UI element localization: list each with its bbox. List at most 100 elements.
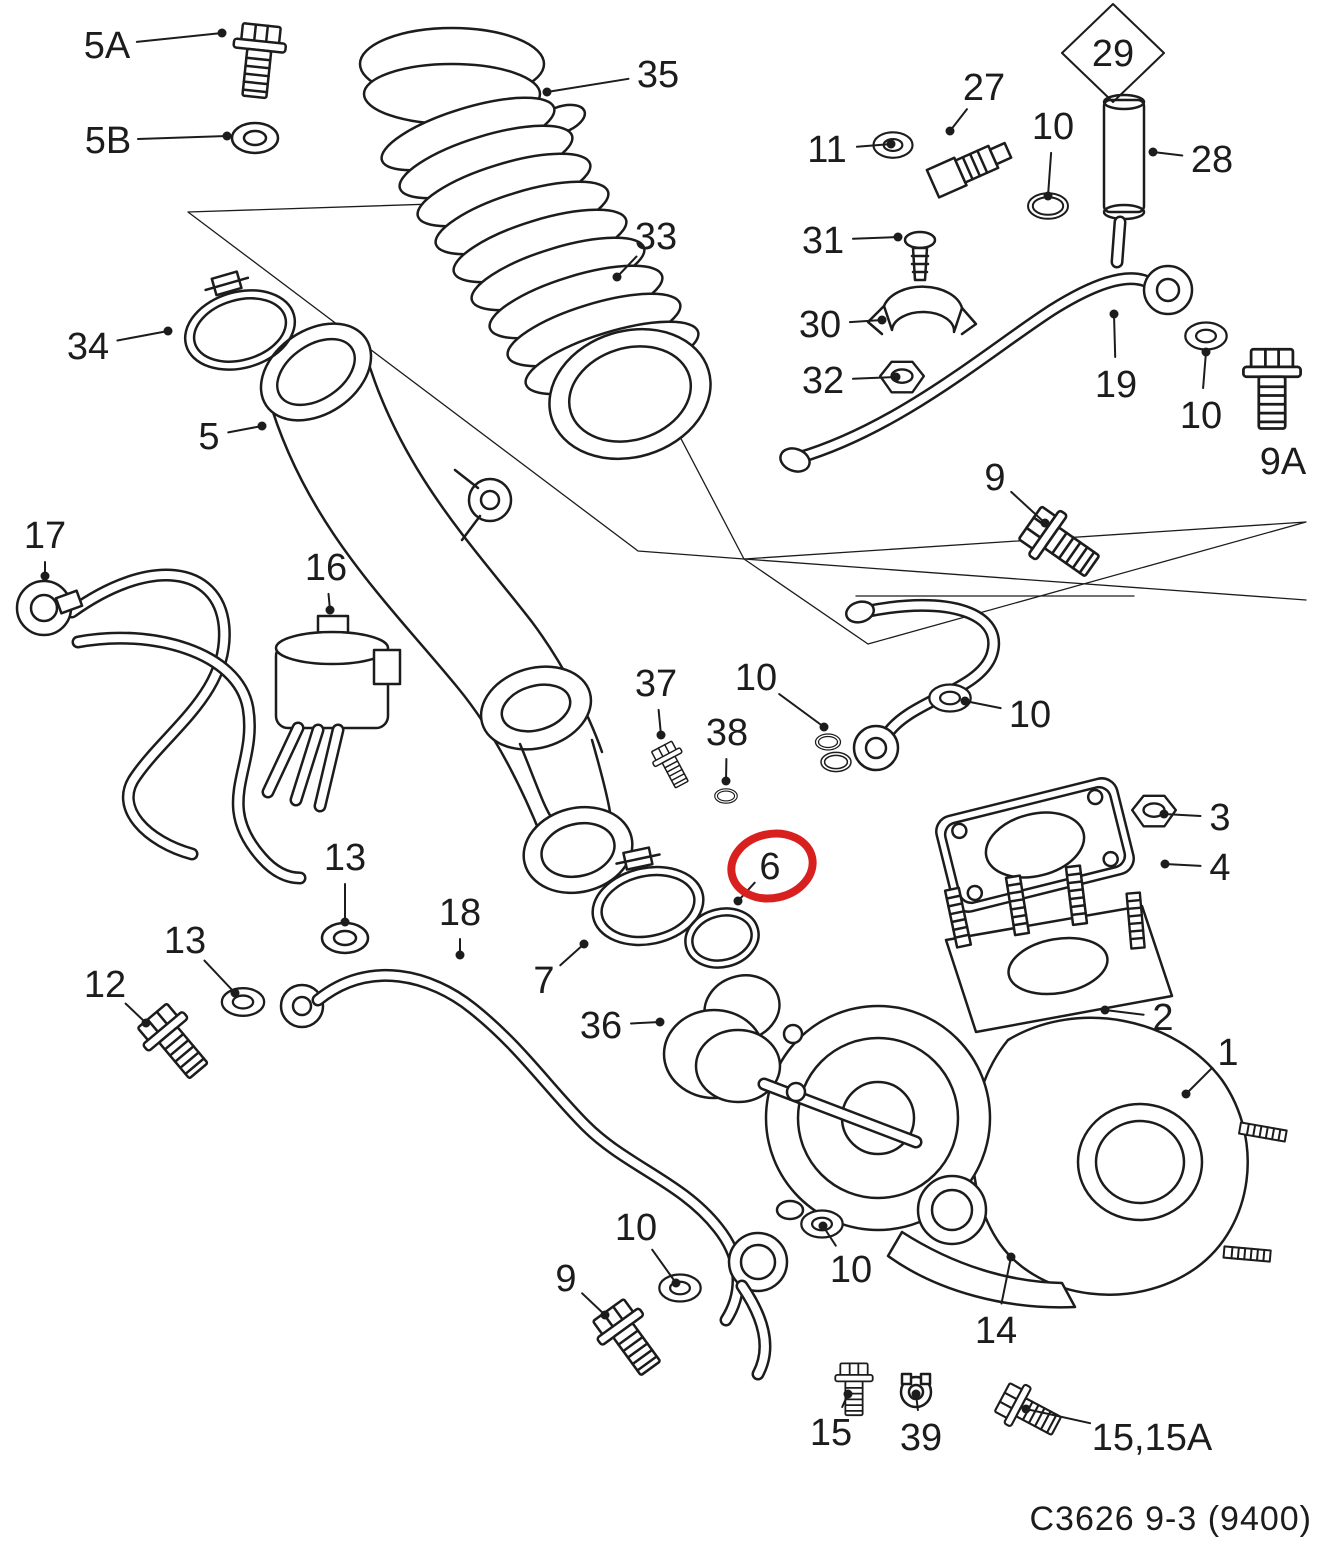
part-number-4: 4 xyxy=(1209,847,1230,889)
leader-dot-13 xyxy=(340,917,350,927)
leader-dot-35 xyxy=(542,87,552,97)
leader-line-31 xyxy=(852,236,899,240)
seal-10-tiny xyxy=(814,733,842,751)
part-number-9: 9 xyxy=(555,1258,576,1300)
leader-dot-5A xyxy=(217,28,227,38)
leader-line-5 xyxy=(227,425,263,434)
leader-dot-27 xyxy=(945,126,955,136)
leader-line-32 xyxy=(852,376,897,380)
part-number-27: 27 xyxy=(963,67,1005,109)
part-number-10: 10 xyxy=(830,1249,872,1291)
part-number-31: 31 xyxy=(802,220,844,262)
bolt-9-lower xyxy=(585,1293,673,1385)
part-number-9A: 9A xyxy=(1260,441,1307,483)
leader-line-10 xyxy=(964,700,1002,710)
leader-dot-32 xyxy=(891,372,901,382)
leader-dot-7 xyxy=(579,939,589,949)
screw-37 xyxy=(647,738,697,793)
leader-line-9 xyxy=(581,1292,606,1316)
air-intake-hose xyxy=(358,26,712,461)
leader-dot-19 xyxy=(1109,309,1119,319)
leader-dot-15,15A xyxy=(1021,1404,1031,1414)
bolt-12 xyxy=(131,997,220,1089)
oil-pipe-19 xyxy=(779,215,1302,590)
leader-dot-10 xyxy=(1201,347,1211,357)
highlight-circle-6 xyxy=(727,829,817,903)
leader-dot-31 xyxy=(893,232,903,242)
screw-31 xyxy=(903,230,937,282)
leader-dot-10 xyxy=(960,696,970,706)
check-valve-27 xyxy=(925,141,1013,199)
leader-dot-12 xyxy=(141,1018,151,1028)
leader-dot-30 xyxy=(877,315,887,325)
part-number-3: 3 xyxy=(1209,797,1230,839)
leader-dot-15 xyxy=(843,1389,853,1399)
part-number-10: 10 xyxy=(735,657,777,699)
leader-dot-13 xyxy=(230,988,240,998)
leader-line-7 xyxy=(559,943,585,967)
leader-dot-16 xyxy=(325,605,335,615)
turbocharger-assembly xyxy=(662,864,1288,1309)
part-number-10: 10 xyxy=(615,1207,657,1249)
seal-10-small xyxy=(820,751,852,773)
leader-line-4 xyxy=(1164,863,1202,867)
leader-line-15,15A xyxy=(1025,1408,1092,1425)
bolt-9-upper xyxy=(1013,499,1110,590)
oil-feed-pipe xyxy=(814,598,1001,773)
coolant-pipe-18 xyxy=(279,968,789,1381)
clamp-7-oring-6 xyxy=(580,837,760,969)
leader-line-28 xyxy=(1152,151,1184,157)
leader-dot-6 xyxy=(733,896,743,906)
leader-line-35 xyxy=(546,77,630,93)
diamond-marker-29 xyxy=(1061,3,1165,103)
construction-lines xyxy=(187,199,1307,645)
leader-line-34 xyxy=(116,330,169,342)
leader-dot-10 xyxy=(818,1221,828,1231)
part-number-37: 37 xyxy=(635,663,677,705)
leader-dot-2 xyxy=(1100,1005,1110,1015)
leader-line-5A xyxy=(135,32,223,43)
part-number-13: 13 xyxy=(324,837,366,879)
oring-6 xyxy=(684,907,760,969)
part-number-30: 30 xyxy=(799,304,841,346)
part-number-5: 5 xyxy=(198,416,219,458)
bolt-5a xyxy=(227,21,289,101)
part-number-5A: 5A xyxy=(84,25,131,67)
part-number-35: 35 xyxy=(637,54,679,96)
leader-dot-10 xyxy=(1043,191,1053,201)
leader-line-13 xyxy=(203,959,236,994)
part-number-12: 12 xyxy=(84,964,126,1006)
leader-dot-11 xyxy=(886,139,896,149)
part-number-38: 38 xyxy=(706,712,748,754)
small-hardware-top-right xyxy=(866,93,1146,394)
leader-line-10 xyxy=(1202,351,1207,390)
leader-line-1 xyxy=(1185,1066,1214,1095)
leader-line-33 xyxy=(616,255,638,278)
leader-line-10 xyxy=(651,1248,677,1284)
bracket-14 xyxy=(886,1230,1077,1309)
leader-dot-33 xyxy=(612,272,622,282)
leader-dot-37 xyxy=(656,730,666,740)
part-number-32: 32 xyxy=(802,360,844,402)
part-number-1: 1 xyxy=(1217,1032,1238,1074)
bolt-9a xyxy=(1242,347,1302,430)
leader-dot-38 xyxy=(721,776,731,786)
leader-line-19 xyxy=(1113,313,1117,358)
leader-dot-17 xyxy=(40,571,50,581)
leader-dot-1 xyxy=(1181,1089,1191,1099)
stud-right-lower xyxy=(1222,1245,1272,1263)
part-number-10: 10 xyxy=(1032,106,1074,148)
leader-line-5B xyxy=(137,135,228,140)
leader-line-3 xyxy=(1163,813,1202,817)
leader-dot-28 xyxy=(1148,147,1158,157)
part-number-13: 13 xyxy=(164,920,206,962)
leader-line-10 xyxy=(778,693,825,728)
leader-line-12 xyxy=(124,1002,147,1024)
leader-line-36 xyxy=(630,1021,661,1025)
leader-dot-10 xyxy=(671,1278,681,1288)
leader-dot-5B xyxy=(222,131,232,141)
leader-dot-10 xyxy=(819,722,829,732)
leader-dot-14 xyxy=(1006,1252,1016,1262)
